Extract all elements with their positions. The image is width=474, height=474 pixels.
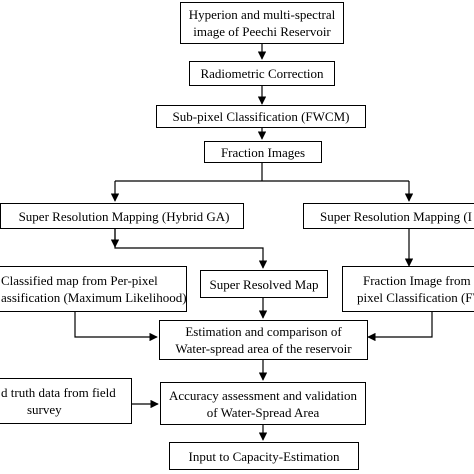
estimation-line2: Water-spread area of the reservoir: [175, 341, 352, 356]
classified-map-line1: Classified map from Per-pixel: [1, 273, 158, 288]
srm-right-box: Super Resolution Mapping (I: [303, 203, 474, 229]
srm-hybrid-ga-box: Super Resolution Mapping (Hybrid GA): [0, 203, 244, 229]
source-image-line1: Hyperion and multi-spectral: [188, 7, 336, 22]
source-image-box: Hyperion and multi-spectral image of Pee…: [180, 2, 344, 44]
radiometric-correction-box: Radiometric Correction: [189, 61, 335, 86]
classified-map-box: Classified map from Per-pixel assificati…: [0, 266, 187, 312]
fraction-images-box: Fraction Images: [204, 141, 322, 163]
ground-truth-box: d truth data from field survey: [0, 378, 132, 424]
fraction-image-pixel-line1: Fraction Image from: [363, 273, 471, 288]
estimation-box: Estimation and comparison of Water-sprea…: [159, 320, 368, 360]
fraction-image-pixel-box: Fraction Image from pixel Classification…: [342, 266, 474, 312]
capacity-estimation-label: Input to Capacity-Estimation: [188, 448, 340, 464]
fraction-images-label: Fraction Images: [220, 144, 306, 160]
arrow-classified-to-estimation: [74, 312, 158, 342]
super-resolved-map-label: Super Resolved Map: [209, 276, 319, 292]
fraction-image-pixel-line2: pixel Classification (FW: [357, 290, 474, 305]
arrow-fraction-pixel-to-estimation: [367, 312, 433, 342]
ground-truth-line1: d truth data from field: [1, 385, 116, 400]
estimation-line1: Estimation and comparison of: [185, 324, 342, 339]
accuracy-assessment-line2: of Water-Spread Area: [206, 404, 320, 420]
accuracy-assessment-box: Accuracy assessment and validation of Wa…: [160, 382, 366, 425]
arrow-srm-left-to-resolved-path: [114, 229, 268, 269]
classified-map-line2: assification (Maximum Likelihood): [1, 290, 187, 305]
capacity-estimation-box: Input to Capacity-Estimation: [169, 442, 359, 470]
source-image-line2: image of Peechi Reservoir: [193, 24, 331, 39]
super-resolved-map-box: Super Resolved Map: [200, 270, 328, 298]
subpixel-classification-label: Sub-pixel Classification (FWCM): [172, 109, 350, 124]
radiometric-correction-label: Radiometric Correction: [200, 66, 324, 81]
ground-truth-line2: survey: [27, 402, 62, 417]
srm-hybrid-ga-label: Super Resolution Mapping (Hybrid GA): [18, 208, 230, 224]
subpixel-classification-box: Sub-pixel Classification (FWCM): [156, 105, 366, 128]
accuracy-assessment-line1: Accuracy assessment and validation: [168, 387, 358, 403]
srm-right-label: Super Resolution Mapping (I: [320, 208, 473, 224]
